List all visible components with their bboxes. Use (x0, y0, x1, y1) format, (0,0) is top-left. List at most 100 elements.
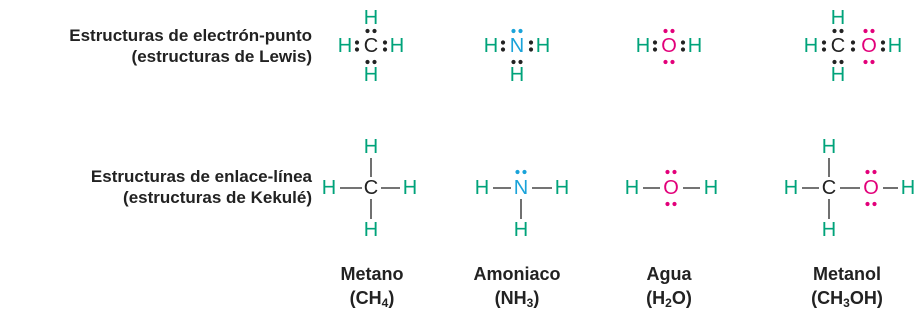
lewis-agua-h-left: H (636, 35, 650, 57)
lewis-metano-carbon: C (364, 35, 378, 57)
lewis-metanol-lone-pair-top-a (863, 28, 868, 34)
kekule-metanol-lone-pair-bottom-b (872, 201, 877, 207)
lewis-metano-pair-right-b (382, 47, 388, 52)
row-label-lewis-line2: (estructuras de Lewis) (131, 47, 312, 66)
lewis-metanol-lone-pair-bottom-a (863, 59, 868, 65)
kekule-metanol-lone-pair-top-a (865, 169, 870, 175)
lewis-metanol-oxygen: O (861, 35, 877, 57)
formula-agua-part1: H (652, 288, 666, 308)
kekule-metanol-oxygen: O (863, 177, 879, 199)
formula-amoniaco-part1: NH (500, 288, 527, 308)
lewis-metanol-h-top: H (831, 7, 845, 29)
lewis-amoniaco-pair-bottom-a (511, 59, 516, 65)
lewis-metano-pair-left-a (354, 40, 360, 45)
kekule-agua-lone-pair-bottom-b (672, 201, 677, 207)
lewis-metano-pair-bottom-a (365, 59, 370, 65)
lewis-amoniaco-nitrogen: N (510, 35, 524, 57)
lewis-metanol-pair-oh-a (880, 40, 886, 45)
formula-amoniaco: (NH3) (494, 288, 540, 310)
formula-agua: (H2O) (646, 288, 692, 310)
lewis-metano-pair-bottom-b (372, 59, 377, 65)
lewis-agua-lone-pair-top-b (670, 28, 675, 34)
lewis-amoniaco-pair-right-a (528, 40, 534, 45)
lewis-metanol-pair-bottom-a (832, 59, 837, 65)
lewis-amoniaco-pair-right-b (528, 47, 534, 52)
kekule-metanol-h-bottom: H (822, 219, 836, 241)
row-label-lewis-line1: Estructuras de electrón-punto (69, 26, 312, 45)
lewis-metanol-h-left: H (804, 35, 818, 57)
lewis-metanol-pair-co-b (850, 47, 856, 52)
lewis-agua-pair-left-b (652, 47, 658, 52)
kekule-amoniaco-h-right: H (555, 177, 569, 199)
kekule-metano-h-top: H (364, 136, 378, 158)
lewis-amoniaco-pair-left-a (500, 40, 506, 45)
kekule-agua-oxygen: O (663, 177, 679, 199)
kekule-amoniaco-h-bottom: H (514, 219, 528, 241)
lewis-agua-lone-pair-bottom-a (663, 59, 668, 65)
kekule-metano-h-right: H (403, 177, 417, 199)
lewis-amoniaco-h-right: H (536, 35, 550, 57)
kekule-metano-h-left: H (322, 177, 336, 199)
name-metanol-label: Metanol (812, 264, 881, 284)
formula-metanol-part2: OH (849, 288, 877, 308)
name-metano-label: Metano (340, 264, 404, 284)
row-label-kekule: Estructuras de enlace-línea (estructuras… (0, 166, 312, 208)
name-agua: Agua (H2O) (599, 262, 739, 315)
lewis-agua-pair-right-b (680, 47, 686, 52)
formula-metano: (CH4) (349, 288, 395, 310)
row-label-kekule-line1: Estructuras de enlace-línea (90, 167, 312, 186)
kekule-metano-carbon: C (364, 177, 378, 199)
lewis-agua-pair-left-a (652, 40, 658, 45)
name-metano: Metano (CH4) (302, 262, 442, 315)
row-label-kekule-line2: (estructuras de Kekulé) (123, 188, 312, 207)
kekule-metanol-carbon: C (822, 177, 836, 199)
formula-agua-part2: O (671, 288, 686, 308)
kekule-metanol-h-right: H (901, 177, 915, 199)
lewis-agua-pair-right-a (680, 40, 686, 45)
lewis-metanol-pair-left-a (821, 40, 827, 45)
lewis-metanol-lone-pair-bottom-b (870, 59, 875, 65)
lewis-metano-h-bottom: H (364, 64, 378, 86)
kekule-metanol-h-left: H (784, 177, 798, 199)
lewis-metanol-pair-left-b (821, 47, 827, 52)
lewis-metano-h-left: H (338, 35, 352, 57)
formula-metanol-sub: 3 (843, 296, 850, 310)
kekule-amoniaco-lone-pair-a (515, 169, 520, 175)
lewis-metanol-pair-co-a (850, 40, 856, 45)
lewis-metano-pair-left-b (354, 47, 360, 52)
kekule-amoniaco-nitrogen: N (514, 177, 528, 199)
lewis-amoniaco-lone-pair-b (518, 28, 523, 34)
lewis-metano-h-right: H (390, 35, 404, 57)
lewis-amoniaco-h-bottom: H (510, 64, 524, 86)
kekule-amoniaco-h-left: H (475, 177, 489, 199)
formula-metano-sub: 4 (381, 296, 389, 310)
name-agua-label: Agua (646, 264, 692, 284)
kekule-agua-h-right: H (704, 177, 718, 199)
formula-metano-part1: CH (355, 288, 382, 308)
kekule-agua-lone-pair-top-a (665, 169, 670, 175)
kekule-agua-lone-pair-top-b (672, 169, 677, 175)
lewis-metano-pair-top-a (365, 28, 370, 34)
lewis-amoniaco-pair-bottom-b (518, 59, 523, 65)
lewis-metano-pair-right-a (382, 40, 388, 45)
name-amoniaco: Amoniaco (NH3) (447, 262, 587, 315)
lewis-metanol-pair-top-a (832, 28, 837, 34)
kekule-metanol-lone-pair-bottom-a (865, 201, 870, 207)
formula-amoniaco-sub: 3 (526, 296, 534, 310)
lewis-metanol-pair-bottom-b (839, 59, 844, 65)
formula-agua-sub: 2 (665, 296, 672, 310)
lewis-amoniaco-pair-left-b (500, 47, 506, 52)
kekule-agua-h-left: H (625, 177, 639, 199)
formula-metanol: (CH3OH) (811, 288, 883, 310)
lewis-amoniaco-h-left: H (484, 35, 498, 57)
kekule-metanol-h-top: H (822, 136, 836, 158)
kekule-metanol-lone-pair-top-b (872, 169, 877, 175)
lewis-metanol-pair-top-b (839, 28, 844, 34)
row-label-lewis: Estructuras de electrón-punto (estructur… (0, 25, 312, 67)
lewis-metanol-carbon: C (831, 35, 845, 57)
name-amoniaco-label: Amoniaco (473, 264, 561, 284)
lewis-metanol-h-right: H (888, 35, 902, 57)
lewis-agua-lone-pair-top-a (663, 28, 668, 34)
